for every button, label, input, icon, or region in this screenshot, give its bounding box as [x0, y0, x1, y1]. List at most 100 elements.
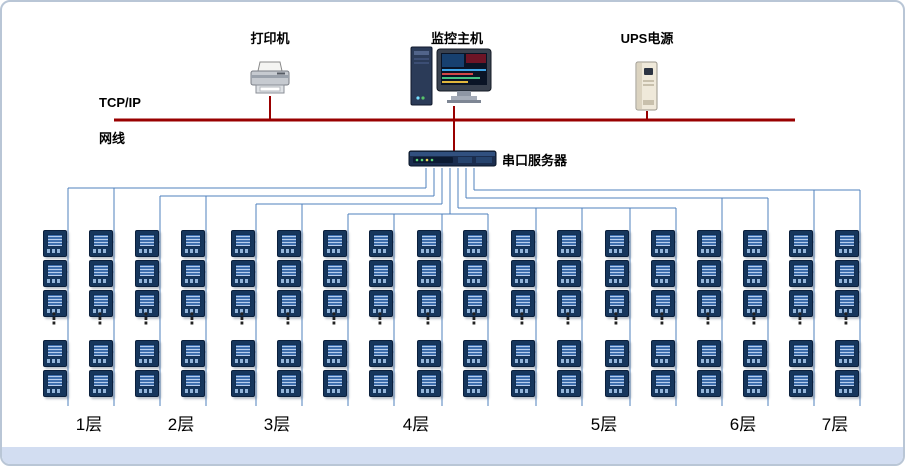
power-meter-icon [789, 370, 813, 397]
power-meter-icon [89, 260, 113, 287]
network-cable-label: 网线 [99, 131, 126, 146]
power-meter-icon [181, 370, 205, 397]
power-meter-icon [651, 370, 675, 397]
more-meters-ellipsis: ⋮ [838, 311, 854, 328]
power-meter-icon [417, 230, 441, 257]
power-meter-icon [835, 340, 859, 367]
power-meter-icon [651, 290, 675, 317]
power-meter-icon [231, 290, 255, 317]
power-meter-icon [697, 230, 721, 257]
power-meter-icon [511, 290, 535, 317]
more-meters-ellipsis: ⋮ [514, 311, 530, 328]
power-meter-icon [463, 230, 487, 257]
more-meters-ellipsis: ⋮ [184, 311, 200, 328]
power-meter-icon [277, 340, 301, 367]
power-meter-icon [135, 230, 159, 257]
power-meter-icon [181, 260, 205, 287]
computer-icon [410, 46, 494, 113]
power-meter-icon [231, 260, 255, 287]
floor-label: 2层 [167, 415, 195, 434]
more-meters-ellipsis: ⋮ [746, 311, 762, 328]
power-meter-icon [43, 290, 67, 317]
floor-label: 5层 [590, 415, 618, 434]
power-meter-icon [605, 290, 629, 317]
more-meters-ellipsis: ⋮ [280, 311, 296, 328]
power-meter-icon [369, 260, 393, 287]
floor-label: 1层 [75, 415, 103, 434]
power-meter-icon [651, 230, 675, 257]
power-meter-icon [323, 370, 347, 397]
more-meters-ellipsis: ⋮ [466, 311, 482, 328]
printer-label: 打印机 [250, 31, 290, 46]
power-meter-icon [789, 260, 813, 287]
more-meters-ellipsis: ⋮ [700, 311, 716, 328]
power-meter-icon [835, 290, 859, 317]
power-meter-icon [743, 230, 767, 257]
power-meter-icon [511, 370, 535, 397]
power-meter-icon [89, 230, 113, 257]
ups-label: UPS电源 [620, 31, 674, 46]
more-meters-ellipsis: ⋮ [138, 311, 154, 328]
more-meters-ellipsis: ⋮ [654, 311, 670, 328]
power-meter-icon [789, 340, 813, 367]
power-meter-icon [605, 370, 629, 397]
power-meter-icon [323, 290, 347, 317]
power-meter-icon [135, 370, 159, 397]
power-meter-icon [697, 370, 721, 397]
floor-label: 4层 [402, 415, 430, 434]
power-meter-icon [417, 260, 441, 287]
more-meters-ellipsis: ⋮ [92, 311, 108, 328]
power-meter-icon [231, 370, 255, 397]
power-meter-icon [511, 340, 535, 367]
power-meter-icon [231, 340, 255, 367]
power-meter-icon [181, 230, 205, 257]
power-meter-icon [323, 340, 347, 367]
power-meter-icon [89, 290, 113, 317]
power-meter-icon [605, 230, 629, 257]
power-meter-icon [417, 340, 441, 367]
ups-icon [633, 60, 661, 119]
more-meters-ellipsis: ⋮ [46, 311, 62, 328]
more-meters-ellipsis: ⋮ [326, 311, 342, 328]
footer-band [2, 447, 903, 464]
power-meter-icon [89, 340, 113, 367]
tcpip-label: TCP/IP [99, 95, 141, 110]
more-meters-ellipsis: ⋮ [560, 311, 576, 328]
power-meter-icon [835, 370, 859, 397]
floor-label: 7层 [821, 415, 849, 434]
power-meter-icon [417, 370, 441, 397]
power-meter-icon [135, 290, 159, 317]
power-meter-icon [369, 230, 393, 257]
floor-label: 6层 [729, 415, 757, 434]
more-meters-ellipsis: ⋮ [234, 311, 250, 328]
more-meters-ellipsis: ⋮ [608, 311, 624, 328]
power-meter-icon [463, 260, 487, 287]
power-meter-icon [277, 290, 301, 317]
power-meter-icon [277, 230, 301, 257]
power-meter-icon [369, 340, 393, 367]
power-meter-icon [557, 230, 581, 257]
power-meter-icon [89, 370, 113, 397]
power-meter-icon [181, 290, 205, 317]
power-meter-icon [277, 370, 301, 397]
power-meter-icon [743, 370, 767, 397]
power-meter-icon [43, 230, 67, 257]
power-meter-icon [557, 290, 581, 317]
monitor-host-label: 监控主机 [430, 31, 483, 46]
power-meter-icon [463, 290, 487, 317]
power-meter-icon [43, 370, 67, 397]
power-meter-icon [651, 260, 675, 287]
power-meter-icon [43, 340, 67, 367]
more-meters-ellipsis: ⋮ [420, 311, 436, 328]
power-meter-icon [743, 260, 767, 287]
power-meter-icon [181, 340, 205, 367]
serial-server-icon [408, 147, 498, 174]
power-meter-icon [789, 230, 813, 257]
power-meter-icon [697, 260, 721, 287]
power-meter-icon [557, 260, 581, 287]
power-meter-icon [605, 260, 629, 287]
power-meter-icon [135, 260, 159, 287]
power-meter-icon [557, 340, 581, 367]
